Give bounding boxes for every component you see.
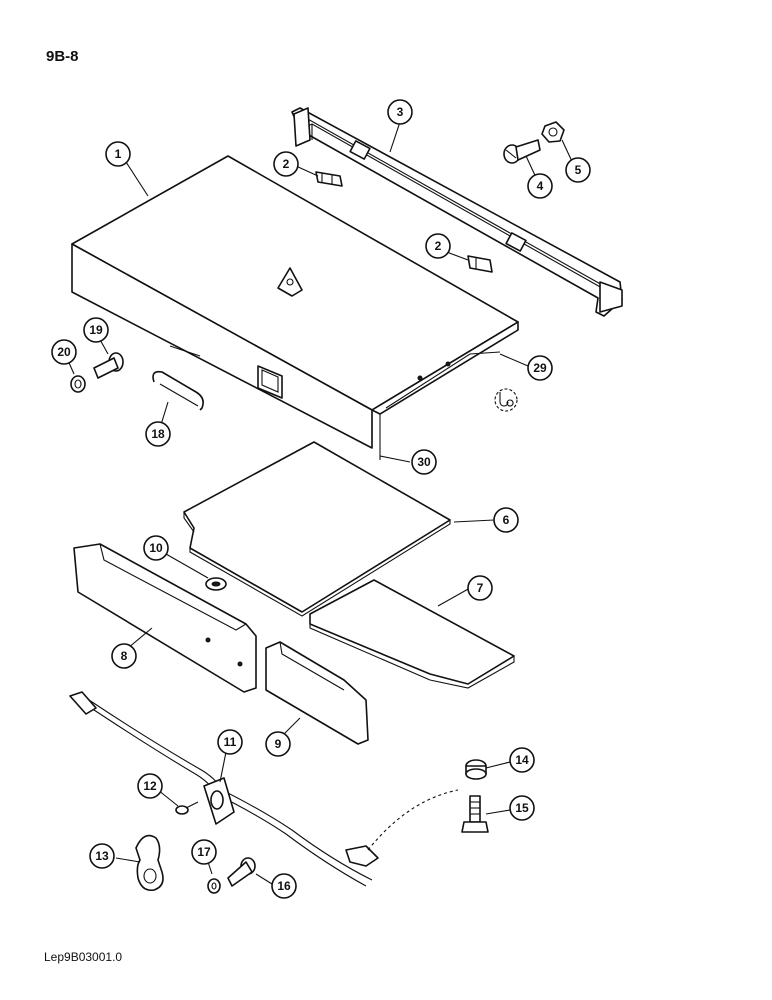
flat-panel	[183, 441, 451, 617]
hex-bolt	[461, 795, 489, 833]
svg-text:18: 18	[151, 427, 165, 441]
callout-29: 29	[527, 355, 553, 381]
svg-text:4: 4	[537, 179, 544, 193]
washer	[70, 375, 86, 393]
clip-symbol	[494, 388, 518, 412]
svg-text:10: 10	[149, 541, 163, 555]
svg-text:30: 30	[417, 455, 431, 469]
flange-nut	[465, 759, 487, 780]
svg-text:9: 9	[275, 737, 282, 751]
svg-text:19: 19	[89, 323, 103, 337]
handle	[152, 370, 204, 411]
svg-text:7: 7	[477, 581, 484, 595]
svg-text:29: 29	[533, 361, 547, 375]
lens-cap	[135, 834, 164, 892]
callout-17: 17	[191, 839, 217, 865]
callout-6: 6	[493, 507, 519, 533]
svg-text:8: 8	[121, 649, 128, 663]
mounting-screw	[227, 857, 256, 887]
callout-19: 19	[83, 317, 109, 343]
lamp-harness	[69, 691, 459, 887]
hex-nut	[541, 121, 565, 143]
svg-text:14: 14	[515, 753, 529, 767]
rail-bracket	[291, 107, 623, 317]
callout-10: 10	[143, 535, 169, 561]
callout-3: 3	[387, 99, 413, 125]
screw	[503, 139, 541, 164]
lamp-housing	[203, 777, 235, 825]
svg-text:1: 1	[115, 147, 122, 161]
callout-7: 7	[467, 575, 493, 601]
small-washer	[207, 878, 221, 894]
callout-2-upper: 2	[273, 151, 299, 177]
callout-2-lower: 2	[425, 233, 451, 259]
svg-text:3: 3	[397, 105, 404, 119]
svg-text:11: 11	[224, 735, 237, 749]
pad	[309, 579, 515, 689]
callout-20: 20	[51, 339, 77, 365]
callout-8: 8	[111, 643, 137, 669]
long-side-panel	[73, 543, 257, 693]
svg-text:2: 2	[435, 239, 442, 253]
bolt	[93, 352, 124, 379]
callout-13: 13	[89, 843, 115, 869]
svg-text:13: 13	[95, 849, 109, 863]
callout-18: 18	[145, 421, 171, 447]
svg-text:15: 15	[515, 801, 529, 815]
callout-11: 11	[217, 729, 243, 755]
svg-text:2: 2	[283, 157, 290, 171]
grommet	[205, 577, 227, 591]
cover-housing	[71, 155, 519, 460]
bulb	[175, 801, 199, 815]
page-reference: 9B-8	[46, 48, 79, 65]
clip-upper	[315, 171, 343, 187]
callout-12: 12	[137, 773, 163, 799]
seal-strip	[371, 351, 501, 446]
image-reference: Lep9B03001.0	[44, 950, 123, 964]
callout-16: 16	[271, 873, 297, 899]
short-side-panel	[265, 641, 369, 745]
callout-14: 14	[509, 747, 535, 773]
svg-text:20: 20	[57, 345, 71, 359]
svg-text:12: 12	[143, 779, 157, 793]
callout-5: 5	[565, 157, 591, 183]
svg-text:16: 16	[277, 879, 291, 893]
callout-9: 9	[265, 731, 291, 757]
callout-4: 4	[527, 173, 553, 199]
svg-text:5: 5	[575, 163, 582, 177]
svg-text:17: 17	[197, 845, 211, 859]
svg-text:6: 6	[503, 513, 510, 527]
callout-15: 15	[509, 795, 535, 821]
callout-30: 30	[411, 449, 437, 475]
callout-1: 1	[105, 141, 131, 167]
clip-lower	[467, 255, 493, 273]
